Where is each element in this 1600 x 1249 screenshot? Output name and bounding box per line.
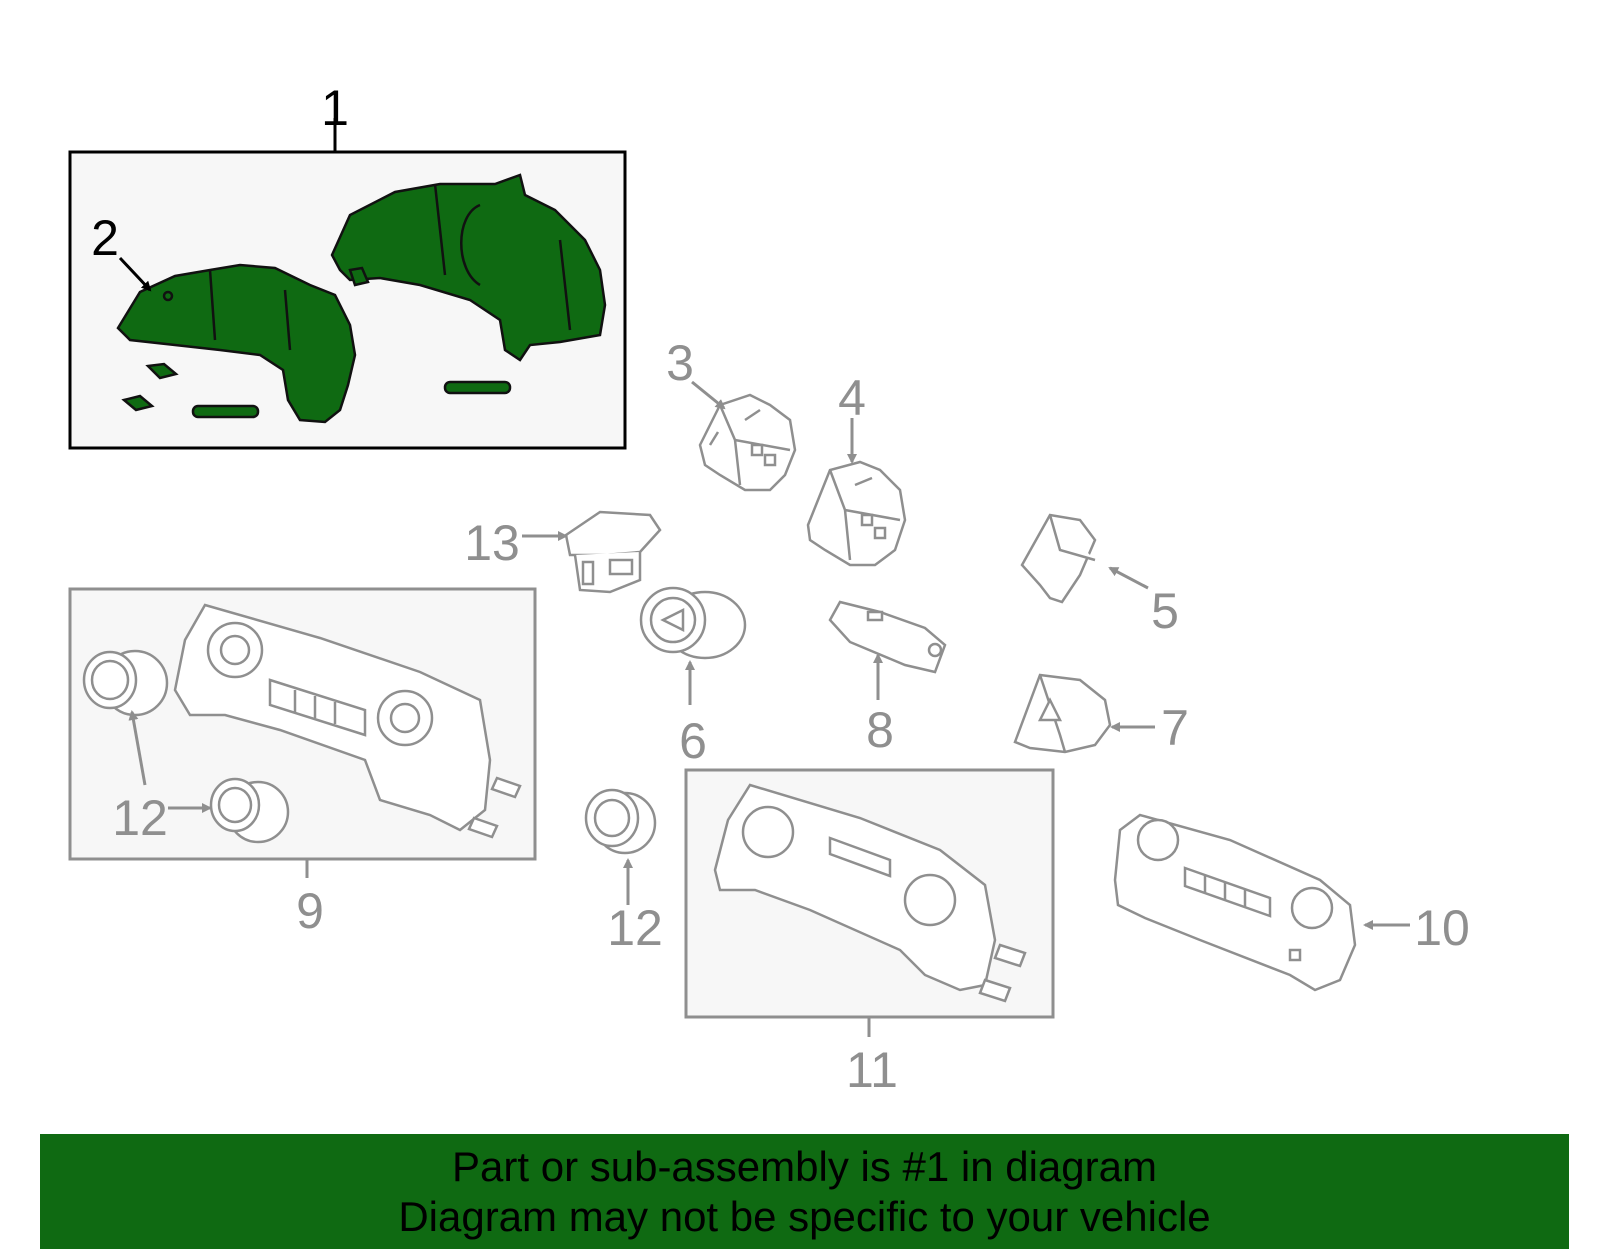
callout-labels: 1 2 3 4 13 5 6 8 7 12 12 9 10 11 bbox=[91, 80, 1470, 1098]
callout-11: 11 bbox=[846, 1042, 898, 1098]
callout-10: 10 bbox=[1414, 900, 1470, 956]
part-12-knob-a[interactable] bbox=[82, 649, 169, 717]
callout-9: 9 bbox=[296, 883, 324, 939]
part-13-switch[interactable] bbox=[564, 510, 662, 594]
info-banner: Part or sub-assembly is #1 in diagram Di… bbox=[40, 1134, 1569, 1249]
callout-4: 4 bbox=[838, 370, 866, 426]
leader-12a bbox=[128, 710, 147, 786]
part-2-lens[interactable] bbox=[116, 263, 357, 424]
part-3-switch[interactable] bbox=[698, 393, 797, 492]
callout-5: 5 bbox=[1151, 583, 1179, 639]
part-9-climate-panel[interactable] bbox=[173, 603, 522, 839]
callout-8: 8 bbox=[866, 702, 894, 758]
part-12-knob-c[interactable] bbox=[584, 788, 657, 855]
part-10-climate-panel[interactable] bbox=[1113, 813, 1357, 992]
part-8-sensor[interactable] bbox=[828, 600, 947, 674]
leader-3 bbox=[691, 380, 726, 410]
callout-7: 7 bbox=[1161, 700, 1189, 756]
callout-13: 13 bbox=[464, 515, 520, 571]
part-5-switch[interactable] bbox=[1020, 513, 1097, 604]
part-4-switch[interactable] bbox=[806, 460, 907, 567]
callout-6: 6 bbox=[679, 713, 707, 769]
callout-12-a: 12 bbox=[112, 790, 168, 846]
part-11-climate-panel[interactable] bbox=[713, 783, 1027, 1003]
callout-3: 3 bbox=[666, 335, 694, 391]
part-1-housing[interactable] bbox=[330, 173, 607, 395]
leader-lines bbox=[118, 256, 1410, 930]
leader-2 bbox=[118, 256, 152, 292]
leader-5 bbox=[1108, 566, 1149, 590]
part-6-knob[interactable] bbox=[639, 586, 747, 660]
callout-12-b: 12 bbox=[607, 900, 663, 956]
callout-1: 1 bbox=[321, 80, 349, 136]
banner-line-1: Part or sub-assembly is #1 in diagram bbox=[452, 1142, 1157, 1190]
callout-2: 2 bbox=[91, 210, 119, 266]
part-12-knob-b[interactable] bbox=[209, 777, 290, 844]
part-7-hazard-switch[interactable] bbox=[1013, 673, 1112, 754]
banner-line-2: Diagram may not be specific to your vehi… bbox=[398, 1192, 1211, 1240]
